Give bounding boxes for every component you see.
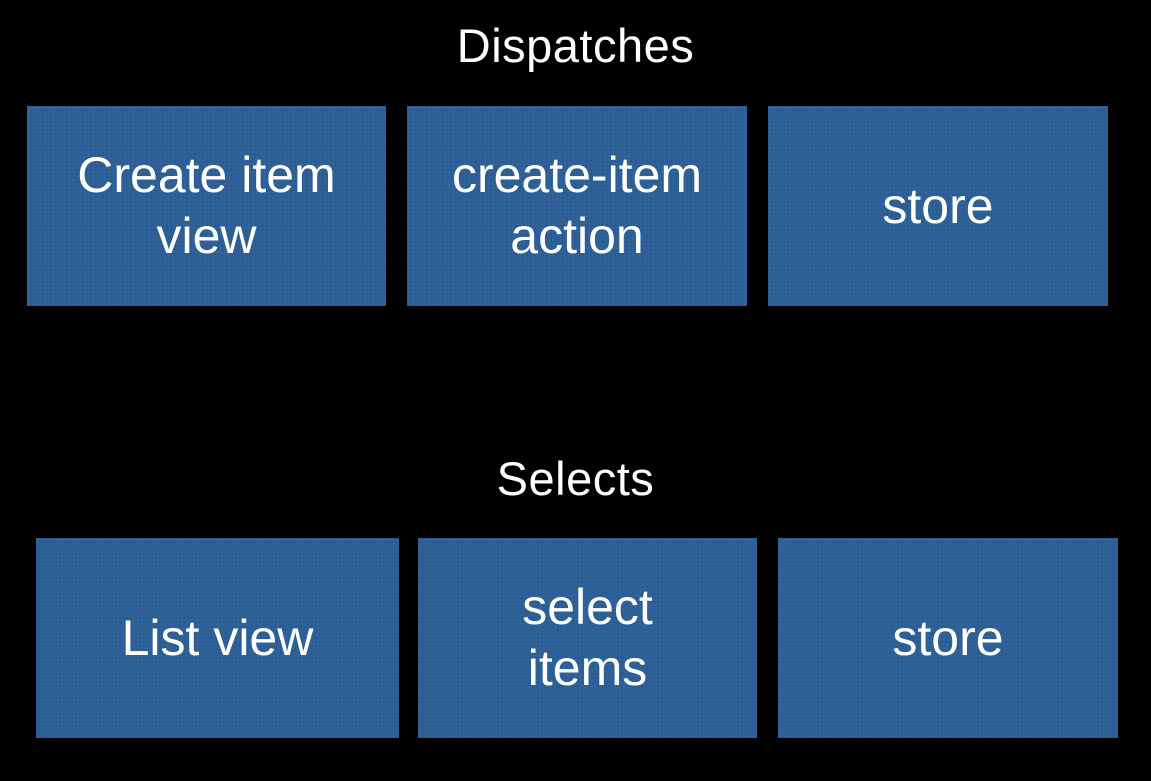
- dispatches-store-box: store: [768, 106, 1108, 306]
- dispatches-store-label: store: [882, 177, 994, 234]
- create-item-action-box: create-item action: [407, 106, 747, 306]
- select-items-box: select items: [418, 538, 757, 738]
- create-item-view-box: Create item view: [27, 106, 386, 306]
- create-item-view-label: Create item view: [77, 147, 336, 264]
- selects-store-label: store: [892, 609, 1004, 666]
- create-item-action-label: create-item action: [451, 147, 703, 264]
- list-view-label: List view: [121, 609, 314, 666]
- selects-store-box: store: [778, 538, 1118, 738]
- selects-heading: Selects: [496, 452, 655, 505]
- list-view-box: List view: [36, 538, 399, 738]
- select-items-label: select items: [522, 579, 653, 696]
- dispatches-heading: Dispatches: [456, 19, 695, 72]
